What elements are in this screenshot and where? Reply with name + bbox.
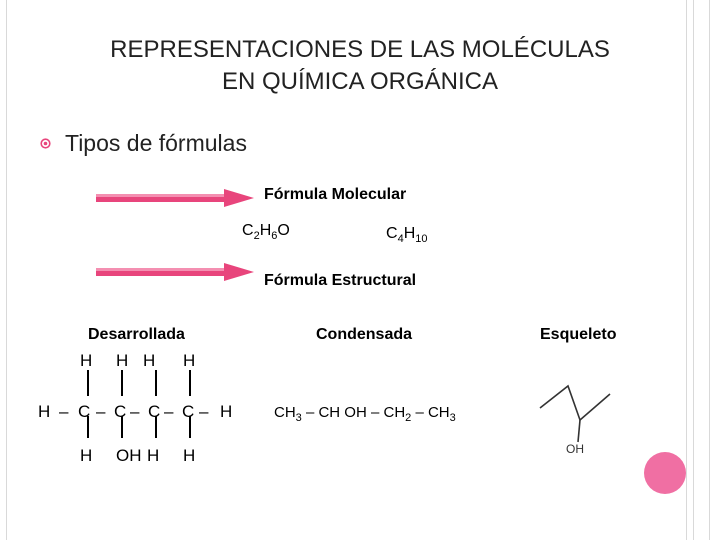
top-hydrogen: H <box>116 351 129 370</box>
formula-subscript: 4 <box>397 233 404 246</box>
frame-line-right-3 <box>709 0 710 540</box>
arrow-right-icon <box>96 263 254 281</box>
top-hydrogen: H <box>143 351 156 370</box>
chain-atom: H <box>38 402 51 421</box>
formula-subscript: 3 <box>449 412 456 424</box>
arrow-right-icon <box>96 189 254 207</box>
bullet-text: Tipos de fórmulas <box>65 130 247 156</box>
chain-bond: – <box>59 402 69 421</box>
chain-bond: – <box>199 402 209 421</box>
decorative-circle <box>644 452 686 494</box>
formula-subscript: 2 <box>253 230 260 243</box>
desarrollada-heading: Desarrollada <box>88 326 185 343</box>
chain-bond: – <box>96 402 106 421</box>
chain-atom: C <box>78 402 91 421</box>
slide-title: REPRESENTACIONES DE LAS MOLÉCULAS EN QUÍ… <box>0 34 720 98</box>
formula-part: – CH OH – CH <box>301 404 406 421</box>
chain-bond: – <box>164 402 174 421</box>
formula-atom: H <box>403 225 416 242</box>
esqueleto-heading: Esqueleto <box>540 326 617 343</box>
formula-subscript: 10 <box>415 233 428 246</box>
frame-line-right-2 <box>693 0 694 540</box>
formula-atom: C <box>242 222 254 239</box>
skeletal-structure <box>539 384 611 443</box>
bottom-hydrogen: H <box>183 446 196 465</box>
formula-subscript: 3 <box>295 412 302 424</box>
bottom-hydrogen: H <box>80 446 93 465</box>
skeletal-oh-label: OH <box>566 442 584 456</box>
chain-atom: H <box>220 402 233 421</box>
top-hydrogen: H <box>80 351 93 370</box>
bottom-hydrogen: H <box>147 446 160 465</box>
chain-bond: – <box>130 402 140 421</box>
formula-subscript: 2 <box>405 412 412 424</box>
slide-title-line-1: REPRESENTACIONES DE LAS MOLÉCULAS <box>110 36 610 63</box>
slide-title-line-2: EN QUÍMICA ORGÁNICA <box>221 68 499 95</box>
chain-atom: C <box>148 402 161 421</box>
vertical-bonds <box>87 370 191 438</box>
formula-part: CH <box>274 404 296 421</box>
pink-circle-bullet-icon <box>40 138 51 149</box>
molecular-formula-label: Fórmula Molecular <box>264 186 407 203</box>
bottom-hydroxyl: OH <box>116 446 142 465</box>
chain-atom: C <box>114 402 127 421</box>
formula-atom: O <box>277 222 290 239</box>
condensed-formula: CH3 – CH OH – CH2 – CH3 <box>274 404 456 424</box>
bullet-item: Tipos de fórmulas <box>40 130 247 157</box>
top-hydrogen: H <box>183 351 196 370</box>
formula-atom: C <box>386 225 398 242</box>
structural-formula-label: Fórmula Estructural <box>264 272 417 289</box>
chain-atom: C <box>182 402 195 421</box>
formula-part: – CH <box>411 404 450 421</box>
condensada-heading: Condensada <box>316 326 413 343</box>
molecular-formula-butane: C4H10 <box>386 225 428 245</box>
formula-atom: H <box>259 222 272 239</box>
molecular-formula-ethanol: C2H6O <box>242 222 290 242</box>
frame-line-right-1 <box>686 0 687 540</box>
frame-line-left <box>6 0 7 540</box>
formula-subscript: 6 <box>271 230 278 243</box>
